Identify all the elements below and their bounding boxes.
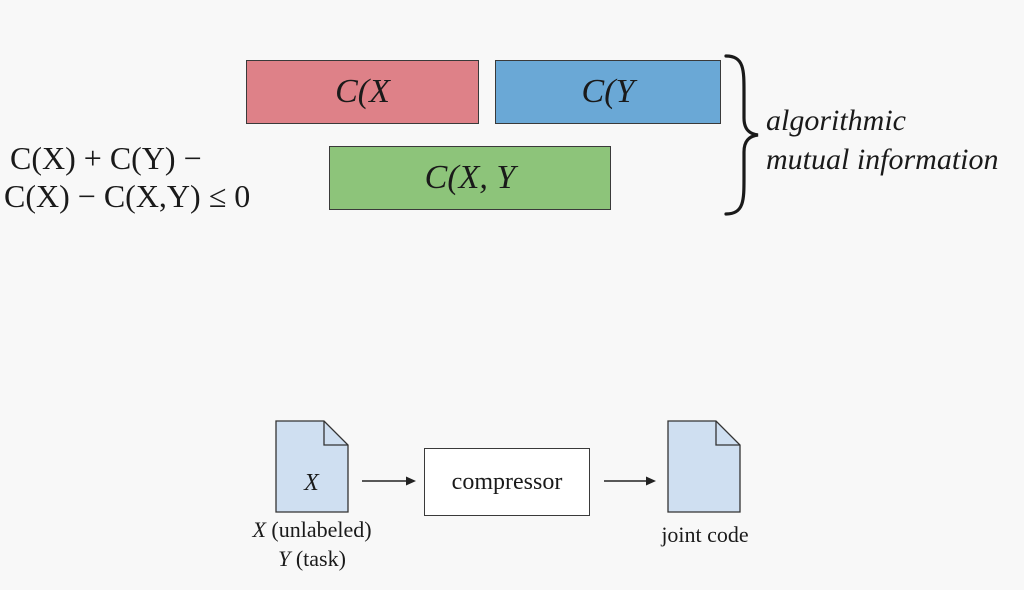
box-joint-complexity: C(X, Y (329, 146, 611, 210)
formula-line-1: C(X) + C(Y) − (10, 140, 202, 176)
formula-line-2: C(X) − C(X,Y) ≤ 0 (4, 178, 251, 214)
compressor-box: compressor (424, 448, 590, 516)
arrow-to-output-icon (604, 476, 656, 486)
compressor-label: compressor (451, 468, 563, 495)
box-complexity-y-label: C(Y (581, 73, 635, 110)
brace-label-line-2: mutual information (766, 143, 999, 176)
input-file-icon (275, 420, 349, 513)
box-complexity-x: C(X (246, 60, 479, 124)
output-caption: joint code (661, 522, 749, 547)
output-file-icon (667, 420, 741, 513)
input-file-label: X (304, 470, 319, 496)
box-joint-complexity-label: C(X, Y (424, 159, 516, 196)
input-caption-line-2: Y (task) (278, 546, 346, 571)
box-complexity-y: C(Y (495, 60, 721, 124)
arrow-to-compressor-icon (362, 476, 416, 486)
input-caption-line-1: X (unlabeled) (252, 517, 372, 542)
curly-brace-icon (724, 54, 759, 216)
brace-label-line-1: algorithmic (766, 104, 906, 137)
box-complexity-x-label: C(X (335, 73, 390, 110)
